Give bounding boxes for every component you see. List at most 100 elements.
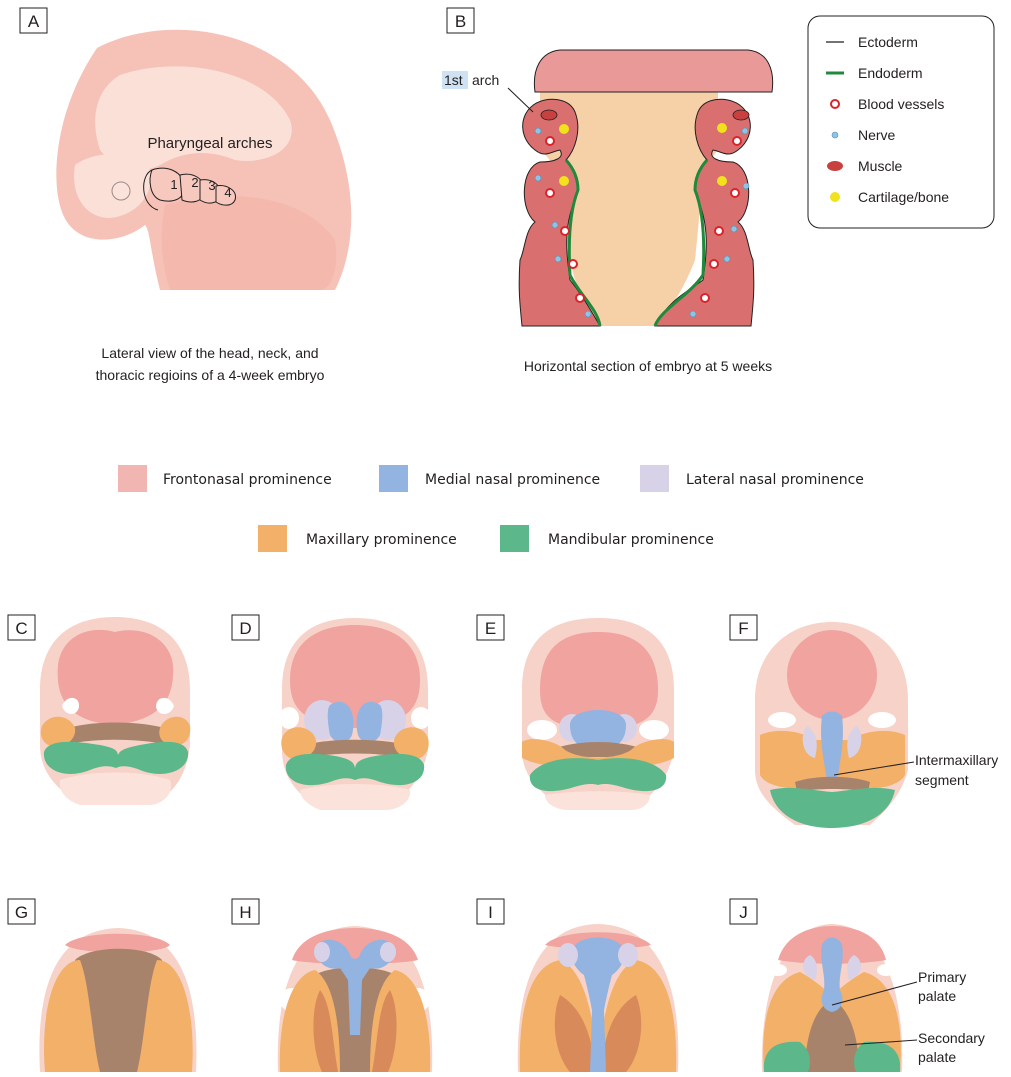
palate-j-medial-nasal bbox=[821, 938, 843, 1013]
palate-i-lateral-nasal-right bbox=[618, 943, 638, 967]
intermaxillary-label-line1: Intermaxillary bbox=[915, 752, 998, 768]
legend-muscle: Muscle bbox=[858, 158, 903, 174]
panel-b-caption: Horizontal section of embryo at 5 weeks bbox=[524, 358, 772, 374]
vessel-l5 bbox=[576, 294, 584, 302]
cartilage-left-2 bbox=[559, 176, 569, 186]
nerve-l5 bbox=[585, 311, 591, 317]
lateral-nasal-legend-label: Lateral nasal prominence bbox=[686, 472, 864, 488]
nerve-r5 bbox=[690, 311, 696, 317]
legend-cartilage: Cartilage/bone bbox=[858, 189, 949, 205]
cartilage-right-2 bbox=[717, 176, 727, 186]
maxillary-swatch bbox=[258, 525, 287, 552]
first-arch-label-word: arch bbox=[472, 72, 499, 88]
panel-a-caption-line1: Lateral view of the head, neck, and bbox=[101, 345, 318, 361]
palate-h-frontonasal bbox=[292, 928, 418, 964]
face-e-eye-right bbox=[639, 720, 669, 740]
panel-e-letter: E bbox=[485, 619, 496, 638]
palate-i-lateral-nasal-left bbox=[558, 943, 578, 967]
frontonasal-swatch bbox=[118, 465, 147, 492]
face-d-medial-nasal-left bbox=[328, 702, 354, 743]
frontonasal-legend-label: Frontonasal prominence bbox=[163, 472, 332, 488]
panel-a: A 1 2 3 4 Pharyngeal arches Lateral view… bbox=[20, 8, 351, 383]
panel-c-letter: C bbox=[15, 619, 27, 638]
legend-endoderm: Endoderm bbox=[858, 65, 923, 81]
vessel-r5 bbox=[701, 294, 709, 302]
cartilage-right-1 bbox=[717, 123, 727, 133]
muscle-right-1 bbox=[733, 110, 749, 120]
panel-b: B bbox=[442, 8, 994, 374]
vessel-l2 bbox=[546, 189, 554, 197]
face-d-medial-nasal-right bbox=[357, 702, 383, 743]
pharyngeal-arches-label: Pharyngeal arches bbox=[147, 135, 272, 152]
panel-g-letter: G bbox=[15, 903, 28, 922]
prominence-legend: Frontonasal prominence Medial nasal prom… bbox=[118, 465, 864, 552]
medial-nasal-swatch bbox=[379, 465, 408, 492]
panel-c: C bbox=[8, 615, 190, 805]
panel-d-letter: D bbox=[239, 619, 251, 638]
panel-h-letter: H bbox=[239, 903, 251, 922]
cartilage-legend-icon bbox=[830, 192, 840, 202]
nerve-l1 bbox=[535, 128, 541, 134]
face-c-chest bbox=[60, 773, 171, 806]
panel-e: E bbox=[477, 615, 674, 810]
palate-h-lateral-nasal-right bbox=[380, 942, 396, 962]
vessel-r3 bbox=[715, 227, 723, 235]
face-d-eye-left bbox=[279, 707, 299, 729]
panel-g: G bbox=[8, 899, 196, 1072]
palate-j-eye-right bbox=[877, 964, 895, 976]
vessel-l4 bbox=[569, 260, 577, 268]
vessel-l3 bbox=[561, 227, 569, 235]
legend-ectoderm: Ectoderm bbox=[858, 34, 918, 50]
nerve-l3 bbox=[552, 222, 558, 228]
face-d-eye-right bbox=[411, 707, 431, 729]
palate-h-lateral-nasal-left bbox=[314, 942, 330, 962]
arch-number-2: 2 bbox=[191, 175, 198, 190]
face-f-mandibular bbox=[770, 788, 895, 828]
face-e-chest bbox=[545, 791, 650, 810]
arch-number-4: 4 bbox=[224, 185, 231, 200]
secondary-palate-label-line2: palate bbox=[918, 1049, 956, 1065]
intermaxillary-label-line2: segment bbox=[915, 772, 969, 788]
nerve-l4 bbox=[555, 256, 561, 262]
panel-a-letter: A bbox=[28, 12, 40, 31]
nerve-r3 bbox=[731, 226, 737, 232]
face-e-eye-left bbox=[527, 720, 557, 740]
first-arch-leader-line bbox=[508, 88, 533, 112]
face-f-frontonasal bbox=[787, 630, 877, 720]
lateral-nasal-swatch bbox=[640, 465, 669, 492]
first-arch-label-num: 1st bbox=[444, 72, 463, 88]
panel-d: D bbox=[232, 615, 431, 810]
legend-blood-vessels: Blood vessels bbox=[858, 96, 944, 112]
arch-number-3: 3 bbox=[208, 178, 215, 193]
nerve-r4 bbox=[724, 256, 730, 262]
face-f-eye-right bbox=[868, 712, 896, 728]
maxillary-legend-label: Maxillary prominence bbox=[306, 532, 457, 548]
vessel-r4 bbox=[710, 260, 718, 268]
panel-f-letter: F bbox=[738, 619, 748, 638]
primary-palate-label-line2: palate bbox=[918, 988, 956, 1004]
arch-number-1: 1 bbox=[170, 177, 177, 192]
panel-j: J Primary palate Secondary palate bbox=[730, 899, 985, 1072]
vessel-r1 bbox=[733, 137, 741, 145]
panel-j-letter: J bbox=[739, 903, 748, 922]
cartilage-left-1 bbox=[559, 124, 569, 134]
embryo-eye-icon bbox=[112, 182, 130, 200]
panel-i: I bbox=[477, 899, 678, 1072]
mandibular-swatch bbox=[500, 525, 529, 552]
palate-j-eye-left bbox=[769, 964, 787, 976]
panel-b-letter: B bbox=[455, 12, 466, 31]
face-d-chest bbox=[300, 784, 410, 810]
section-top-mass bbox=[534, 50, 772, 92]
panel-f: F Intermaxillary segment bbox=[730, 615, 998, 828]
nerve-l2 bbox=[535, 175, 541, 181]
nerve-r1 bbox=[742, 128, 748, 134]
panel-i-letter: I bbox=[488, 903, 493, 922]
vessel-l1 bbox=[546, 137, 554, 145]
panel-a-caption-line2: thoracic regioins of a 4-week embryo bbox=[96, 367, 325, 383]
primary-palate-label-line1: Primary bbox=[918, 969, 966, 985]
face-f-eye-left bbox=[768, 712, 796, 728]
nerve-legend-icon bbox=[832, 132, 838, 138]
panel-h: H bbox=[232, 899, 432, 1072]
muscle-left-1 bbox=[541, 110, 557, 120]
